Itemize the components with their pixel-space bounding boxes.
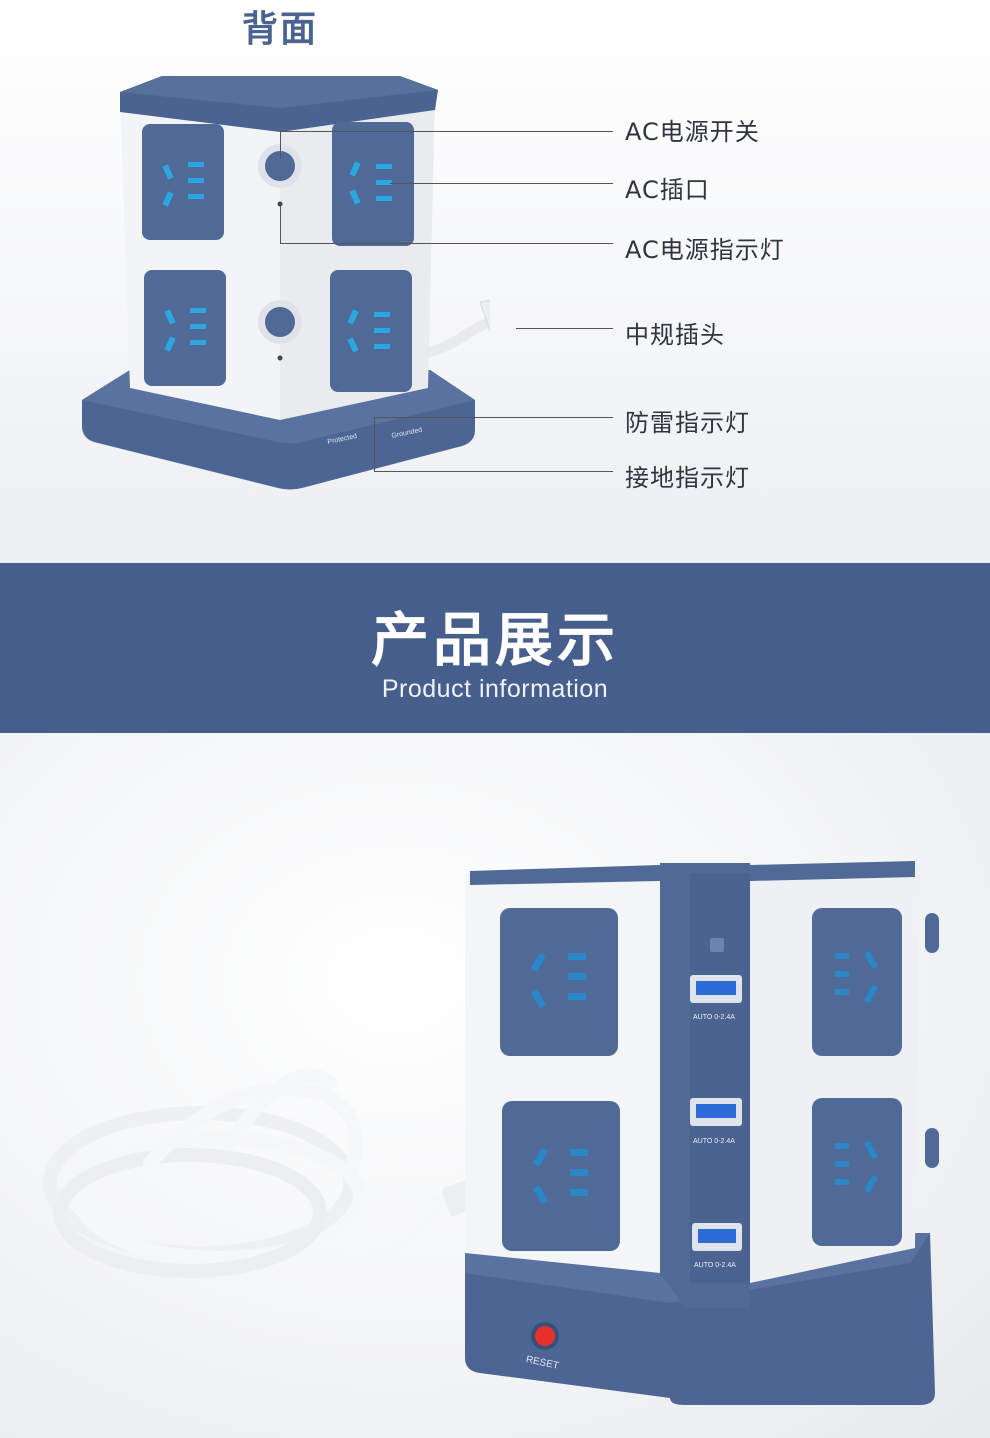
back-view-title: 背面 <box>241 9 318 50</box>
callout-ac-socket: AC插口 <box>625 176 710 204</box>
callout-line-ground-indicator <box>374 471 613 472</box>
coiled-cable <box>43 1068 477 1278</box>
callout-china-plug: 中规插头 <box>625 321 725 349</box>
callout-line-ac-switch <box>280 131 613 132</box>
callout-line-surge-indicator <box>374 417 613 418</box>
svg-text:AUTO 0-2.4A: AUTO 0-2.4A <box>693 1138 735 1145</box>
svg-text:AUTO 0-2.4A: AUTO 0-2.4A <box>693 1014 735 1021</box>
callout-line-plug <box>516 328 613 329</box>
usb-port-2: AUTO 0-2.4A <box>690 1098 742 1145</box>
callout-surge-indicator: 防雷指示灯 <box>625 409 750 437</box>
product-info-banner: 产品展示 Product information <box>0 563 990 733</box>
callout-ac-power-indicator: AC电源指示灯 <box>625 236 785 264</box>
banner-subtitle: Product information <box>381 675 609 703</box>
banner-title: 产品展示 <box>370 606 619 674</box>
usb-port-3: AUTO 0-2.4A <box>692 1223 742 1269</box>
callout-line-ac-indicator <box>280 243 613 244</box>
callout-ground-indicator: 接地指示灯 <box>625 464 750 492</box>
callout-leader-ac-indicator <box>280 206 281 243</box>
callout-ac-power-switch: AC电源开关 <box>625 118 760 146</box>
back-view-section: 背面 <box>0 0 990 563</box>
usb-port-1: AUTO 0-2.4A <box>690 975 742 1021</box>
front-view-section: AUTO 0-2.4A AUTO 0-2.4A AUTO 0-2.4A RESE… <box>0 733 990 1438</box>
callout-leader-ac-switch <box>280 131 281 159</box>
svg-text:AUTO 0-2.4A: AUTO 0-2.4A <box>694 1262 736 1269</box>
callout-line-ac-socket <box>390 183 613 184</box>
callout-leader-surge-indicator <box>374 417 375 471</box>
power-strip-back-image: Protected Grounded <box>82 76 490 490</box>
power-strip-front-image: AUTO 0-2.4A AUTO 0-2.4A AUTO 0-2.4A RESE… <box>43 861 939 1405</box>
